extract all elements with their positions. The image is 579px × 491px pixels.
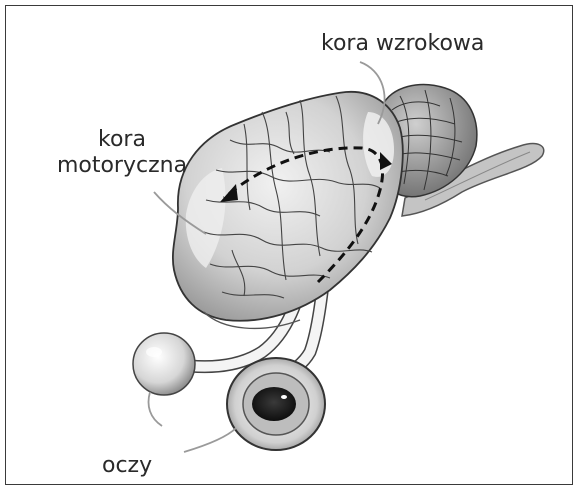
leader-eye-left bbox=[149, 392, 163, 426]
label-motor-cortex-line2: motoryczna bbox=[47, 153, 197, 179]
label-eyes: oczy bbox=[102, 453, 152, 479]
leader-eye-right bbox=[184, 428, 236, 452]
eye-left bbox=[133, 333, 195, 395]
label-motor-cortex-line1: kora bbox=[47, 127, 197, 153]
label-visual-cortex: kora wzrokowa bbox=[321, 31, 484, 57]
pupil bbox=[252, 387, 296, 421]
label-motor-cortex: kora motoryczna bbox=[47, 127, 197, 179]
